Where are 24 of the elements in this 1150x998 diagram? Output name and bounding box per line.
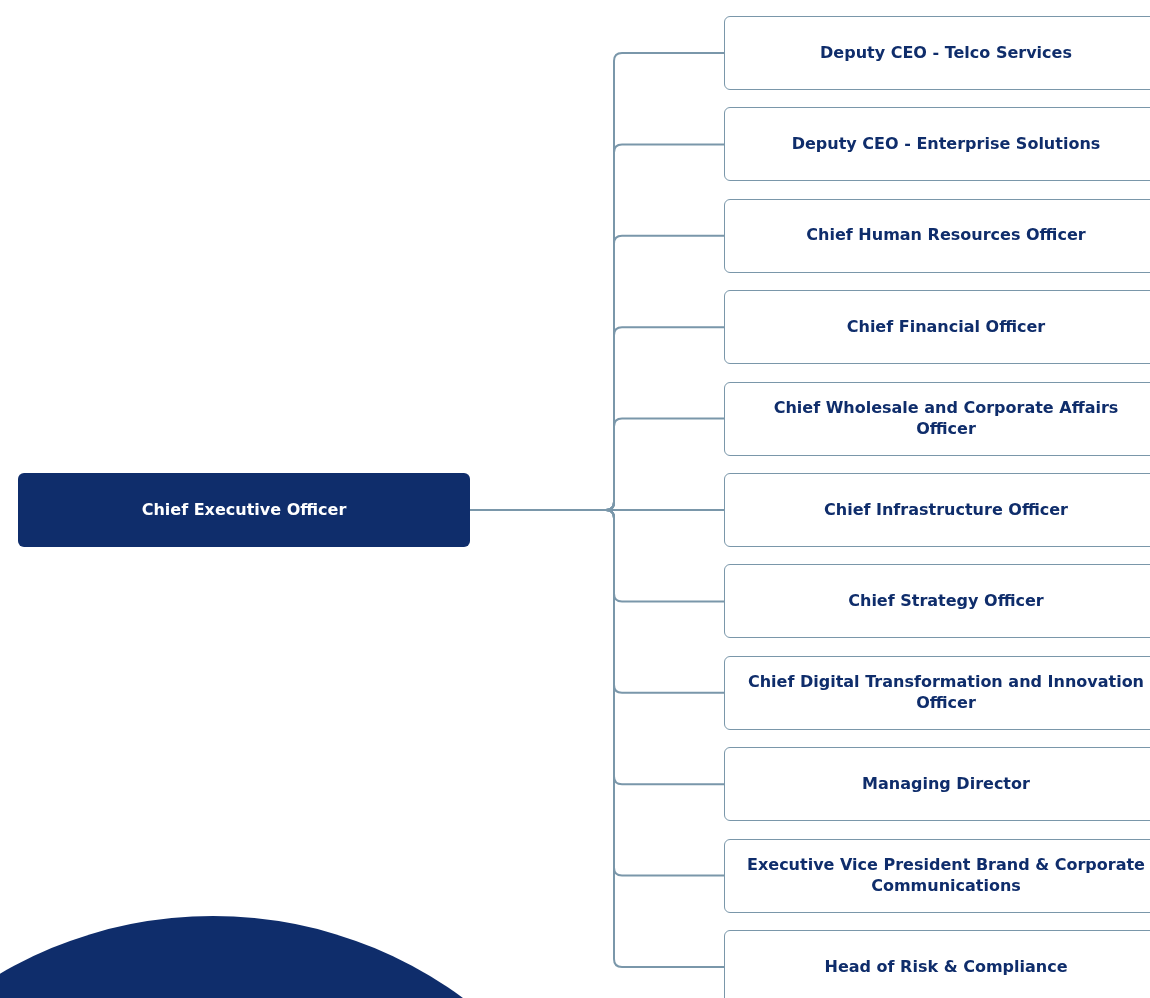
role-title: Chief Strategy Officer [848,591,1044,612]
role-box [724,747,1150,822]
role-box [724,564,1150,639]
role-box [724,930,1150,998]
role-box [724,107,1150,182]
role-title: Chief Infrastructure Officer [824,499,1068,521]
role-title: Head of Risk & Compliance [824,956,1068,978]
root-role-box [18,473,470,547]
role-box [724,655,1150,730]
role-box [724,16,1150,90]
role-box [724,838,1150,913]
role-title: Chief Wholesale and Corporate Affairs Officer [772,397,1120,440]
role-title: Executive Vice President Brand & Corporate Communications [746,854,1146,897]
role-title: Deputy CEO - Enterprise Solutions [791,134,1101,155]
role-box [724,473,1150,547]
role-title: Deputy CEO - Telco Services [820,42,1072,64]
role-title: Chief Financial Officer [846,316,1046,338]
role-box [724,198,1150,273]
role-box [724,290,1150,365]
role-title: Chief Digital Transformation and Innovation Officer [746,672,1145,714]
role-title: Chief Executive Officer [141,499,347,521]
role-title: Chief Human Resources Officer [806,225,1086,247]
role-box [724,381,1150,456]
role-title: Managing Director [862,773,1030,795]
